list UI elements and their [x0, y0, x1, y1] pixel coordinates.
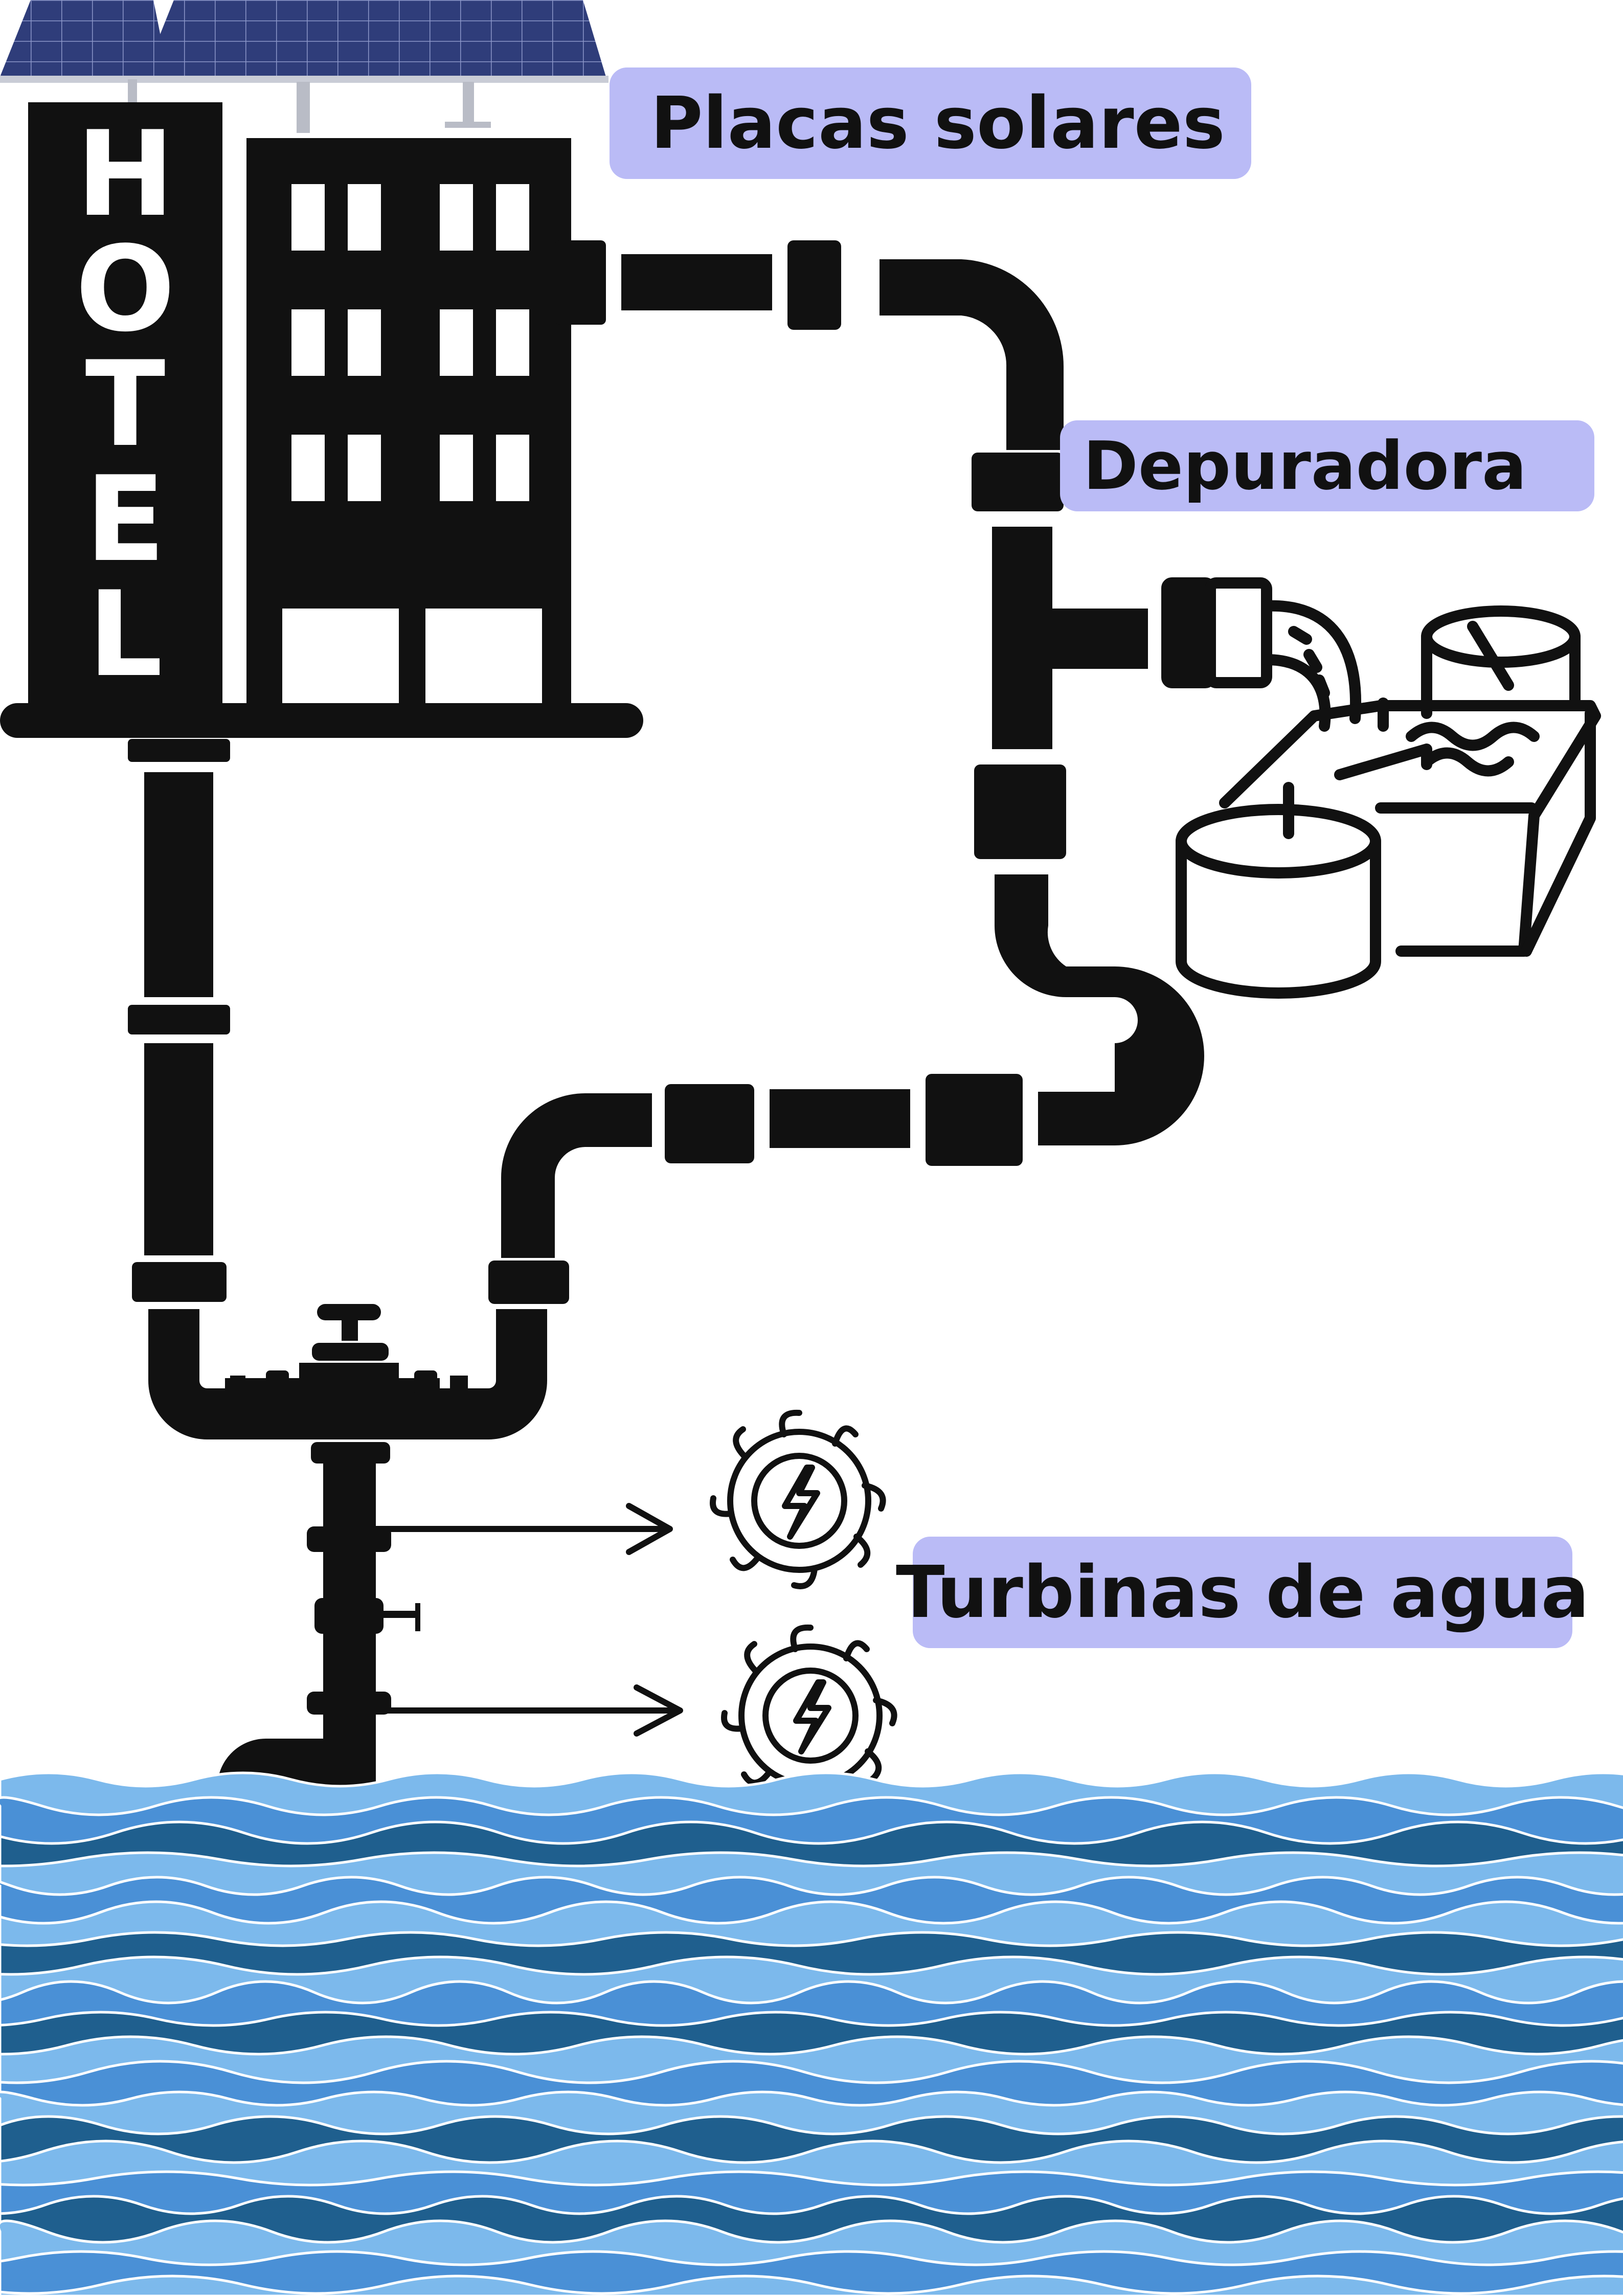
hotel-sign-letter: L — [88, 567, 163, 703]
arrow-right-icon — [373, 1503, 673, 1555]
pipe-network — [128, 240, 1204, 1813]
hotel-sign-letter: H — [76, 106, 175, 243]
water-turbines-label: Turbinas de agua — [896, 1537, 1589, 1648]
water-waves — [0, 1771, 1623, 2296]
water-treatment-plant-icon — [1161, 577, 1601, 999]
valve-icon — [225, 1304, 468, 1396]
solar-panel-icon — [0, 0, 608, 133]
hotel-sign-letter: T — [85, 336, 166, 473]
wave-layer — [0, 2275, 1623, 2296]
water-turbine-icon — [710, 1409, 886, 1589]
hotel-sign-letter: O — [75, 221, 175, 358]
solar-panels-label: Placas solares — [610, 67, 1251, 179]
hotel-sign-letter: E — [85, 452, 165, 588]
treatment-plant-label: Depuradora — [1060, 420, 1594, 511]
arrow-right-icon — [342, 1684, 683, 1737]
